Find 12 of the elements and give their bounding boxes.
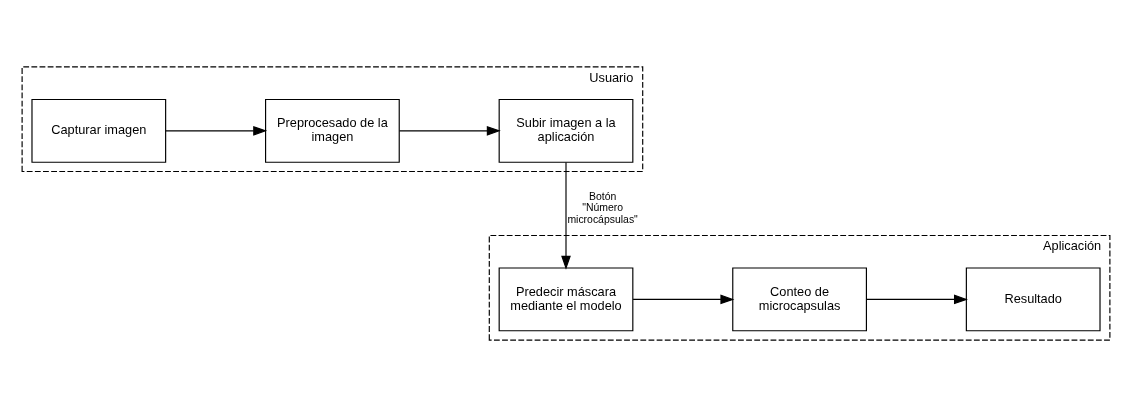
arrow	[165, 126, 268, 136]
edge-label: Botón "Número microcápsulas"	[567, 190, 638, 225]
arrow	[632, 294, 735, 305]
node-box: Resultado	[965, 267, 1101, 332]
arrow	[561, 161, 571, 270]
arrow	[398, 126, 501, 136]
node-box: Subir imagen a la aplicación	[498, 98, 634, 163]
node-box: Predecir máscara mediante el modelo	[498, 267, 634, 332]
node-box: Conteo de microcapsulas	[732, 267, 867, 332]
arrow	[866, 294, 968, 305]
node-box: Preprocesado de la imagen	[265, 98, 400, 163]
node-box: Capturar imagen	[31, 98, 167, 163]
